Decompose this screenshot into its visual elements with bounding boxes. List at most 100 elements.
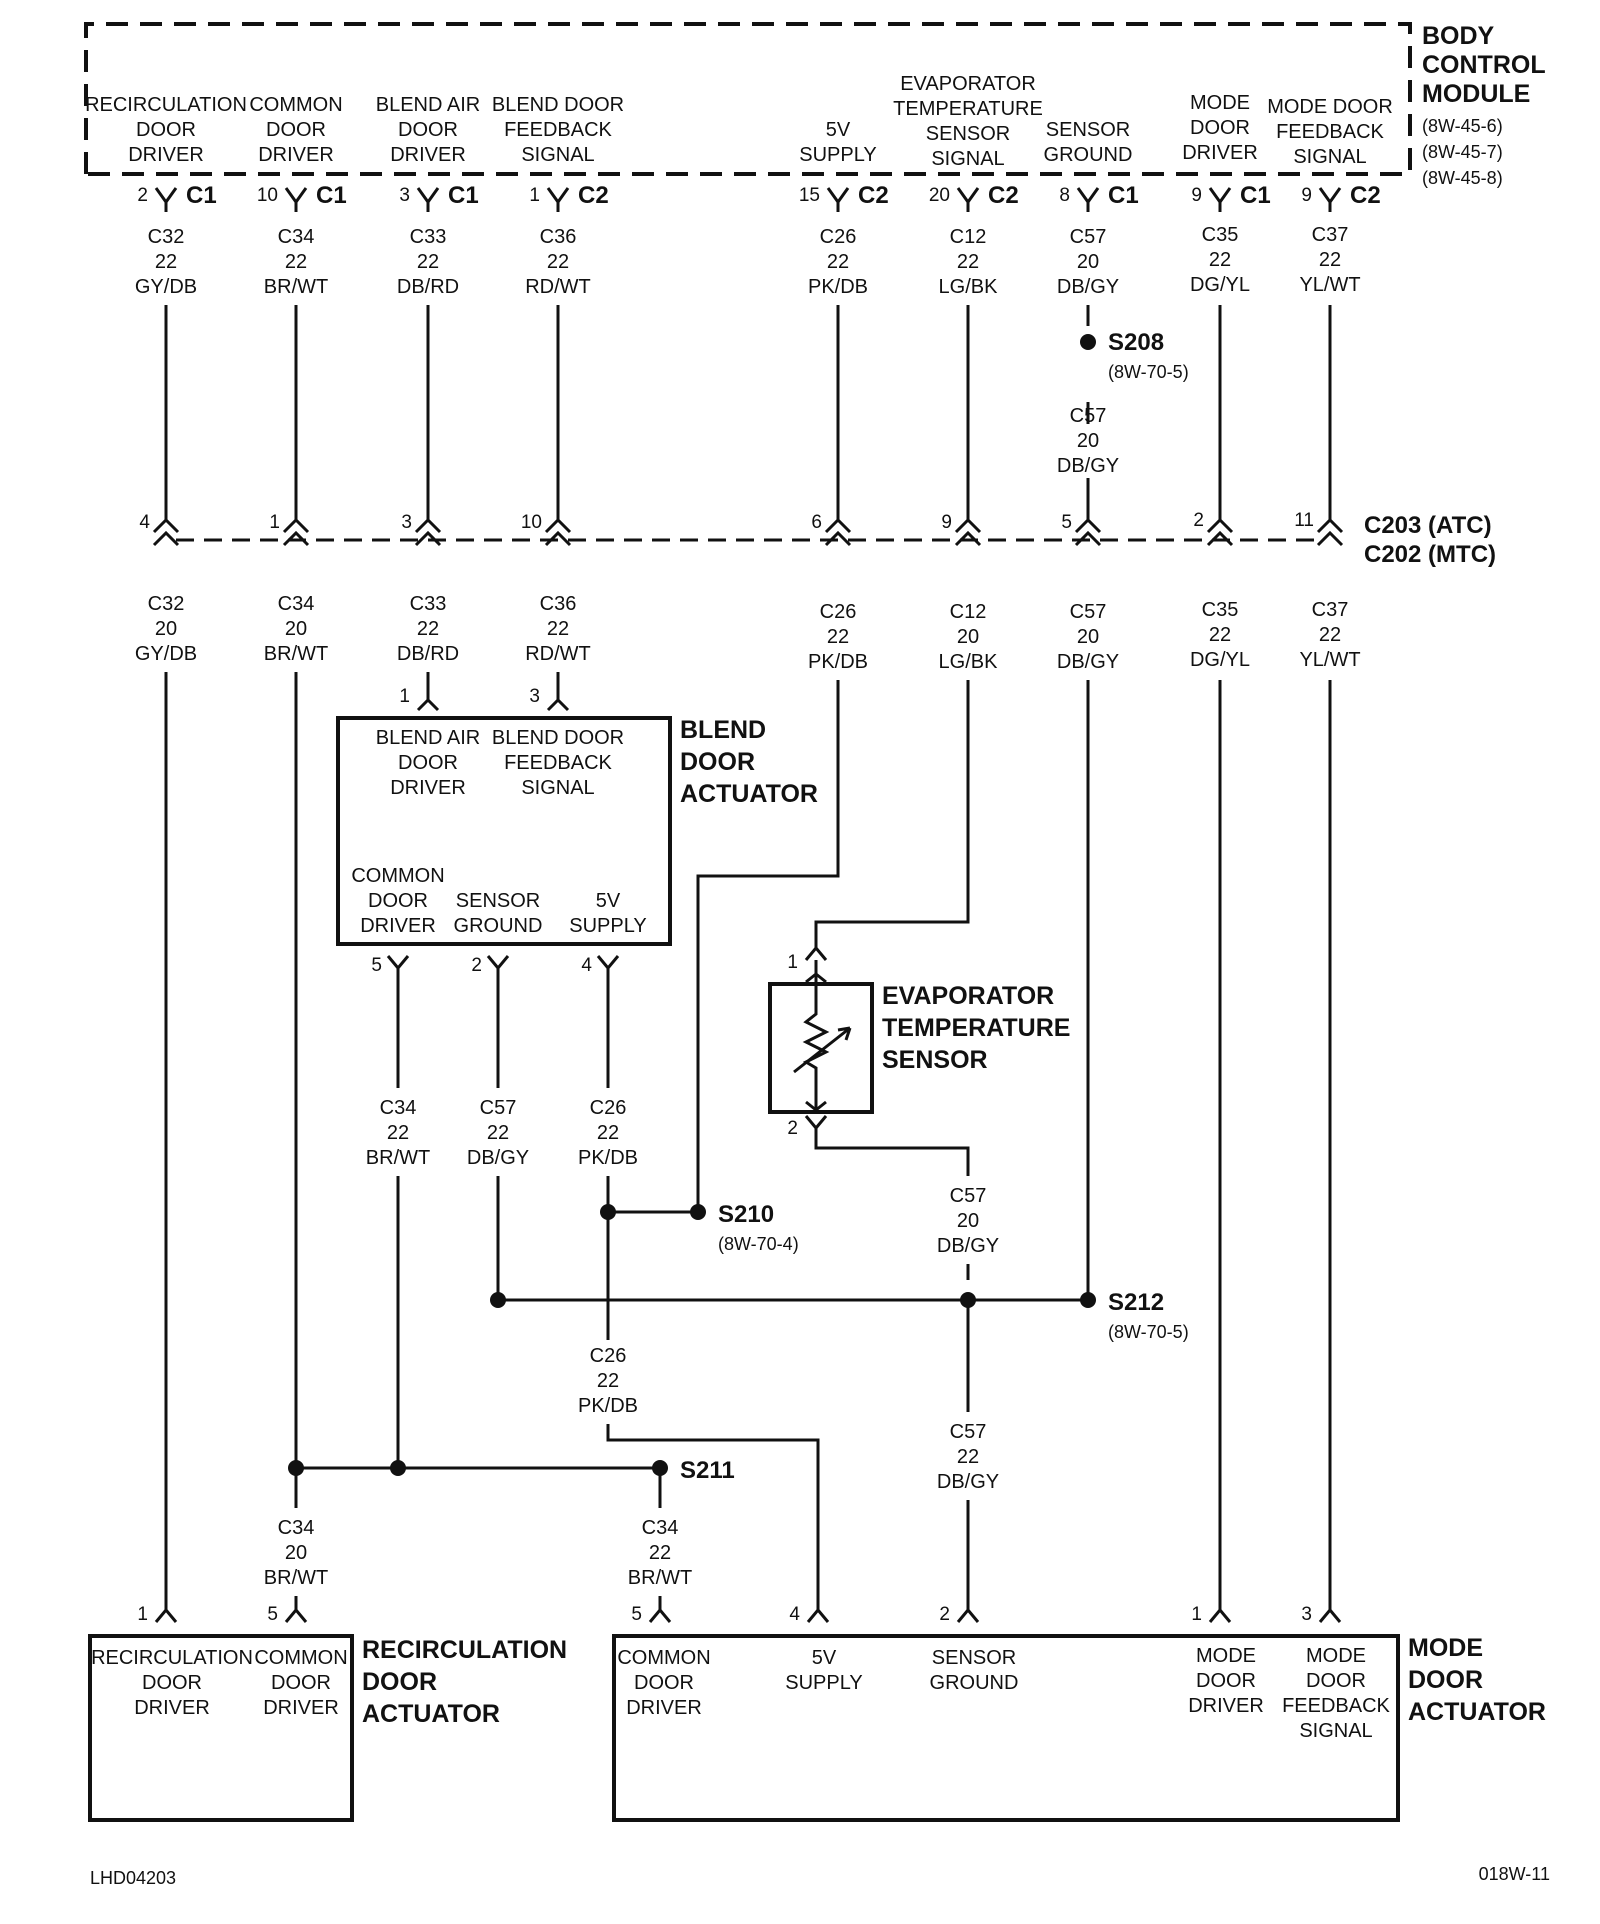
c202-name: C202 (MTC) [1364, 541, 1496, 568]
circuit-gauge: 22 [957, 1446, 979, 1468]
circuit-color: DB/GY [1057, 455, 1119, 477]
circuit-color: YL/WT [1299, 649, 1360, 671]
pin-symbol [648, 1607, 672, 1623]
blend-door-actuator: 1 3 BLEND AIR DOOR DRIVER BLEND DOOR FEE… [336, 686, 818, 1468]
circuit-id: C34 [642, 1517, 679, 1539]
c203-pin-number: 10 [521, 512, 542, 533]
circuit-color: LG/BK [939, 276, 999, 298]
bcm-outline [84, 22, 1412, 176]
recirc-title-2: DOOR [362, 1668, 437, 1696]
pin-symbol [596, 955, 620, 980]
circuit-gauge: 22 [547, 251, 569, 273]
circuit-id: C26 [590, 1097, 627, 1119]
recirc-label: COMMON [254, 1647, 347, 1669]
bcm-connector-name: C1 [316, 182, 347, 209]
bcm-label-blendair-3: DRIVER [390, 144, 466, 166]
circuit-id: C35 [1202, 224, 1239, 246]
blend-pin-number: 3 [529, 686, 540, 707]
circuit-gauge: 22 [487, 1122, 509, 1144]
connector-pin-symbol [1074, 517, 1102, 547]
bcm-label-5v-2: SUPPLY [799, 144, 876, 166]
mode-title-2: DOOR [1408, 1666, 1483, 1694]
connector-pin-symbol [1206, 517, 1234, 547]
mode-actuator-box [612, 1634, 1400, 1822]
recirc-label: DRIVER [263, 1697, 339, 1719]
c203-pin-number: 2 [1193, 510, 1204, 531]
bcm-connector-name: C2 [1350, 182, 1381, 209]
circuit-gauge: 22 [1319, 624, 1341, 646]
blend-label: DRIVER [360, 915, 436, 937]
pin-symbol [416, 187, 440, 212]
bcm-label-blendair-1: BLEND AIR [376, 94, 480, 116]
blend-label: COMMON [351, 865, 444, 887]
c203-pin-number: 3 [401, 512, 412, 533]
bcm-label-blendfb-1: BLEND DOOR [492, 94, 624, 116]
circuit-color: PK/DB [808, 651, 868, 673]
recirc-label: DRIVER [134, 1697, 210, 1719]
bcm-label-sgnd-2: GROUND [1044, 144, 1133, 166]
circuit-gauge: 22 [649, 1542, 671, 1564]
evap-sensor-box [768, 982, 874, 1114]
pin-symbol [804, 945, 828, 961]
pin-symbol [1208, 187, 1232, 212]
bcm-label-recirc-1: RECIRCULATION [85, 94, 247, 116]
bcm-label-modefb-1: MODE DOOR [1267, 96, 1393, 118]
bcm-label-common-2: DOOR [266, 119, 326, 141]
evap-title-3: SENSOR [882, 1046, 988, 1074]
c203-name: C203 (ATC) [1364, 512, 1492, 539]
circuit-id: C35 [1202, 599, 1239, 621]
blend-label: 5V [596, 890, 621, 912]
splice-s210: S210 (8W-70-4) [600, 1201, 799, 1254]
splice-s211: S211 C34 20 BR/WT C34 22 BR/WT [264, 1457, 735, 1610]
circuit-color: PK/DB [578, 1395, 638, 1417]
mode-title-3: ACTUATOR [1408, 1698, 1546, 1726]
s211-label: S211 [680, 1457, 735, 1484]
mode-label: MODE [1196, 1645, 1256, 1667]
blend-title-1: BLEND [680, 716, 766, 744]
bcm-pin-number: 15 [799, 185, 820, 206]
mode-label: COMMON [617, 1647, 710, 1669]
circuit-id: C33 [410, 593, 447, 615]
circuit-gauge: 22 [1209, 624, 1231, 646]
recirc-pin-number: 5 [267, 1604, 278, 1625]
circuit-gauge: 20 [957, 626, 979, 648]
bcm-pin-number: 2 [137, 185, 148, 206]
pin-symbol [284, 1607, 308, 1623]
blend-label: GROUND [454, 915, 543, 937]
splice-s212: S212 (8W-70-5) C57 22 DB/GY [490, 1289, 1189, 1610]
circuit-gauge: 22 [417, 251, 439, 273]
circuit-color: DB/RD [397, 643, 459, 665]
recirc-title-1: RECIRCULATION [362, 1636, 567, 1664]
circuit-gauge: 22 [827, 251, 849, 273]
recirc-title-3: ACTUATOR [362, 1700, 500, 1728]
circuit-color: DB/GY [1057, 651, 1119, 673]
recirc-label: DOOR [142, 1672, 202, 1694]
splice-dot [390, 1460, 406, 1476]
mode-door-actuator: 5 4 2 1 3 COMMON DOOR DRIVER 5V SUPPLY S… [612, 1604, 1546, 1822]
blend-label: SUPPLY [569, 915, 646, 937]
splice-s208: S208 (8W-70-5) C57 20 DB/GY [1057, 329, 1189, 477]
circuit-gauge: 22 [1209, 249, 1231, 271]
c203-pin-number: 11 [1294, 510, 1314, 531]
bcm-pin-number: 8 [1059, 185, 1070, 206]
circuit-id: C57 [1070, 226, 1107, 248]
pin-symbol [1208, 1607, 1232, 1623]
s210-ref: (8W-70-4) [718, 1234, 799, 1254]
bcm-pin-number: 20 [929, 185, 950, 206]
thermistor-icon [802, 960, 830, 1112]
circuit-color: BR/WT [264, 276, 328, 298]
bcm-circuit-labels: C32 22 GY/DB C34 22 BR/WT C33 22 DB/RD C… [135, 224, 1361, 298]
s208-label: S208 [1108, 329, 1164, 356]
bcm-label-blendair-2: DOOR [398, 119, 458, 141]
pin-symbol [386, 955, 410, 980]
body-control-module: BODY CONTROL MODULE (8W-45-6) (8W-45-7) … [84, 22, 1546, 188]
circuit-color: DB/GY [937, 1235, 999, 1257]
bcm-label-evap-2: TEMPERATURE [893, 98, 1043, 120]
lower-wires [164, 672, 1332, 1610]
circuit-color: YL/WT [1299, 274, 1360, 296]
circuit-gauge: 22 [827, 626, 849, 648]
bcm-label-modefb-3: SIGNAL [1293, 146, 1366, 168]
bcm-ref-2: (8W-45-7) [1422, 142, 1503, 162]
c203-pin-number: 6 [811, 512, 822, 533]
